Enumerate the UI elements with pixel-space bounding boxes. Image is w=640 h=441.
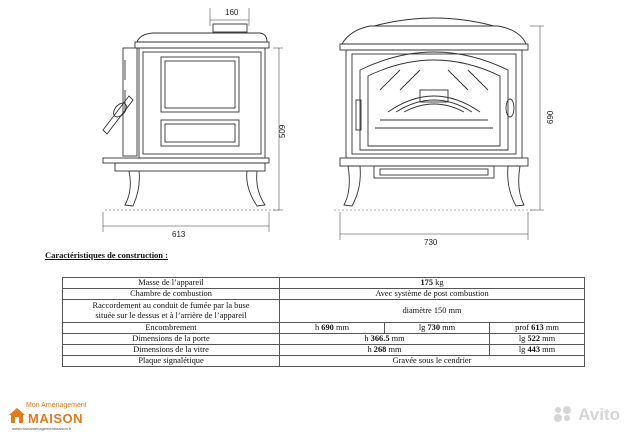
door-width: lg 522 mm xyxy=(489,333,585,345)
spec-value-mass: 175 kg xyxy=(279,277,585,289)
door-lg-prefix: lg xyxy=(518,334,528,343)
spec-label-encombrement: Encombrement xyxy=(62,322,280,334)
spec-label-combustion: Chambre de combustion xyxy=(62,288,280,300)
glass-lg-prefix: lg xyxy=(518,345,528,354)
house-icon xyxy=(9,408,25,423)
enc-h-value: 690 xyxy=(321,323,334,332)
specs-table: Masse de l’appareil 175 kg Chambre de co… xyxy=(62,277,585,367)
glass-h-prefix: h xyxy=(367,345,374,354)
glass-h-value: 268 xyxy=(373,345,387,354)
spec-value-flue: diamètre 150 mm xyxy=(279,299,585,323)
encombrement-height: h 690 mm xyxy=(279,322,385,334)
logo-tagline: Mon Aménagement xyxy=(26,402,87,409)
table-row: Dimensions de la porte h 366.5 mm lg 522… xyxy=(62,333,585,345)
dim-front-width: 730 xyxy=(424,238,438,247)
door-h-unit: mm xyxy=(389,334,405,343)
enc-lg-unit: mm xyxy=(440,323,456,332)
glass-lg-value: 443 xyxy=(527,345,541,354)
enc-h-prefix: h xyxy=(315,323,322,332)
spec-label-plate: Plaque signalétique xyxy=(62,355,280,367)
enc-prof-prefix: prof xyxy=(515,323,532,332)
table-row: Raccordement au conduit de fumée par la … xyxy=(62,299,585,323)
stove-side-view-drawing xyxy=(102,8,283,232)
table-row: Dimensions de la vitre h 268 mm lg 443 m… xyxy=(62,344,585,356)
table-row: Chambre de combustion Avec système de po… xyxy=(62,288,585,300)
encombrement-depth: prof 613 mm xyxy=(489,322,585,334)
logo-url: www.monamenagementmaison.fr xyxy=(12,426,72,431)
dim-flue-offset: 160 xyxy=(225,8,239,17)
avito-dots-icon xyxy=(554,406,572,422)
enc-prof-unit: mm xyxy=(543,323,559,332)
dim-front-height: 690 xyxy=(546,110,555,124)
spec-value-plate: Gravée sous le cendrier xyxy=(279,355,585,367)
dim-side-depth: 613 xyxy=(172,230,186,239)
stove-front-view-drawing xyxy=(334,17,544,240)
logo-name: MAISON xyxy=(28,411,83,426)
door-lg-value: 522 xyxy=(527,334,541,343)
watermark: Avito xyxy=(552,405,620,425)
dim-side-height: 509 xyxy=(278,124,287,138)
spec-label-mass: Masse de l’appareil xyxy=(62,277,280,289)
enc-lg-value: 730 xyxy=(427,323,441,332)
glass-h-unit: mm xyxy=(386,345,402,354)
glass-width: lg 443 mm xyxy=(489,344,585,356)
door-h-value: 366.5 xyxy=(370,334,390,343)
door-height: h 366.5 mm xyxy=(279,333,490,345)
spec-label-flue: Raccordement au conduit de fumée par la … xyxy=(62,299,280,323)
mass-unit: kg xyxy=(433,278,444,287)
table-row: Plaque signalétique Gravée sous le cendr… xyxy=(62,355,585,367)
table-row: Masse de l’appareil 175 kg xyxy=(62,277,585,289)
flue-label-line1: Raccordement au conduit de fumée par la … xyxy=(92,301,250,310)
door-h-prefix: h xyxy=(364,334,371,343)
enc-lg-prefix: lg xyxy=(418,323,428,332)
flue-label-line2: située sur le dessus et à l’arrière de l… xyxy=(95,311,247,320)
section-title: Caractéristiques de construction : xyxy=(45,250,168,260)
encombrement-width: lg 730 mm xyxy=(384,322,490,334)
table-row: Encombrement h 690 mm lg 730 mm prof 613… xyxy=(62,322,585,334)
spec-label-glass: Dimensions de la vitre xyxy=(62,344,280,356)
watermark-text: Avito xyxy=(578,405,620,424)
brand-logo[interactable]: Mon Aménagement MAISON www.monamenagemen… xyxy=(6,402,116,432)
mass-value: 175 xyxy=(420,278,434,287)
spec-label-door: Dimensions de la porte xyxy=(62,333,280,345)
glass-lg-unit: mm xyxy=(540,345,556,354)
enc-h-unit: mm xyxy=(333,323,349,332)
spec-value-combustion: Avec système de post combustion xyxy=(279,288,585,300)
door-lg-unit: mm xyxy=(540,334,556,343)
glass-height: h 268 mm xyxy=(279,344,490,356)
enc-prof-value: 613 xyxy=(531,323,544,332)
